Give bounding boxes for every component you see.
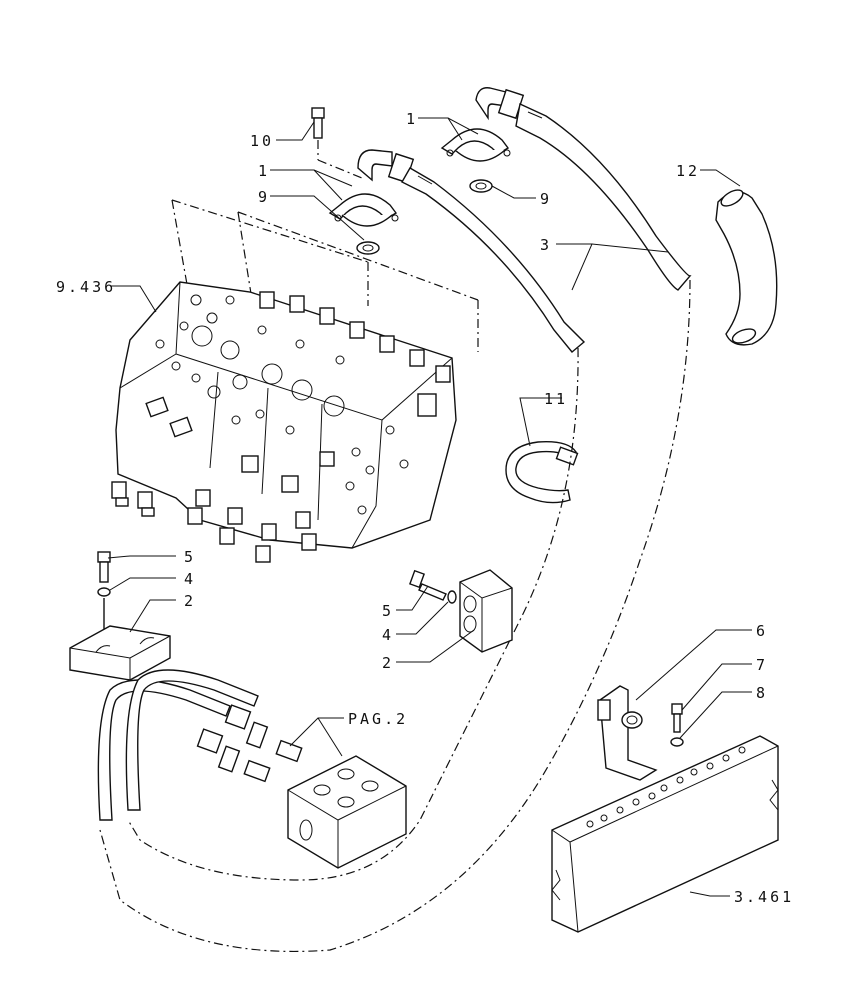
hose-routing-line bbox=[99, 279, 691, 953]
label-2-left: 2 bbox=[184, 592, 196, 610]
bracket-part-2-middle bbox=[459, 569, 513, 653]
callout-labels: 10 1 1 9 9 3 12 9.436 11 5 4 2 5 4 2 PAG… bbox=[56, 110, 794, 906]
label-11: 11 bbox=[544, 390, 568, 408]
bolt-part-10 bbox=[311, 107, 363, 179]
label-3-461: 3.461 bbox=[734, 888, 794, 906]
washer-part-9-lower bbox=[356, 241, 380, 255]
label-5-middle: 5 bbox=[382, 602, 394, 620]
label-9-lower: 9 bbox=[258, 188, 270, 206]
label-6: 6 bbox=[756, 622, 768, 640]
frame-rail-3-461 bbox=[551, 735, 779, 933]
label-4-left: 4 bbox=[184, 570, 196, 588]
bolt-part-5-left bbox=[97, 551, 111, 583]
clamp-part-1-lower bbox=[328, 193, 399, 227]
clamp-part-1-upper bbox=[440, 128, 511, 162]
flexible-hoses-assembly bbox=[97, 669, 303, 821]
label-4-middle: 4 bbox=[382, 626, 394, 644]
label-9-436: 9.436 bbox=[56, 278, 116, 296]
label-1-lower: 1 bbox=[258, 162, 270, 180]
washer-part-4-left bbox=[97, 587, 111, 597]
washer-part-8 bbox=[670, 737, 684, 747]
label-2-middle: 2 bbox=[382, 654, 394, 672]
distributor-block bbox=[287, 755, 407, 869]
rubber-hose-part-12 bbox=[715, 189, 778, 346]
label-9-upper: 9 bbox=[540, 190, 552, 208]
hydraulic-pipe-3-front bbox=[357, 149, 586, 353]
hose-routing-line-2 bbox=[127, 347, 579, 881]
washer-part-9-upper bbox=[469, 179, 493, 193]
label-12: 12 bbox=[676, 162, 700, 180]
label-1-upper: 1 bbox=[406, 110, 418, 128]
label-10: 10 bbox=[250, 132, 274, 150]
control-valve-assembly-9-436 bbox=[111, 281, 457, 563]
washer-part-4-middle bbox=[447, 590, 457, 604]
dashed-guide-lines bbox=[171, 199, 479, 352]
valve-side-fittings bbox=[111, 291, 451, 563]
label-3: 3 bbox=[540, 236, 552, 254]
label-pag-2: PAG.2 bbox=[348, 710, 408, 728]
bolt-part-7 bbox=[671, 703, 683, 733]
bracket-part-2-left bbox=[69, 625, 171, 681]
label-8: 8 bbox=[756, 684, 768, 702]
support-bracket-part-6 bbox=[597, 685, 658, 781]
clamp-band-part-11 bbox=[505, 441, 579, 504]
valve-port-holes bbox=[155, 294, 409, 515]
label-5-left: 5 bbox=[184, 548, 196, 566]
leader-lines bbox=[107, 117, 752, 897]
hydraulic-pipe-3-rear bbox=[475, 87, 692, 291]
bolt-part-5-middle bbox=[409, 569, 447, 601]
label-7: 7 bbox=[756, 656, 768, 674]
